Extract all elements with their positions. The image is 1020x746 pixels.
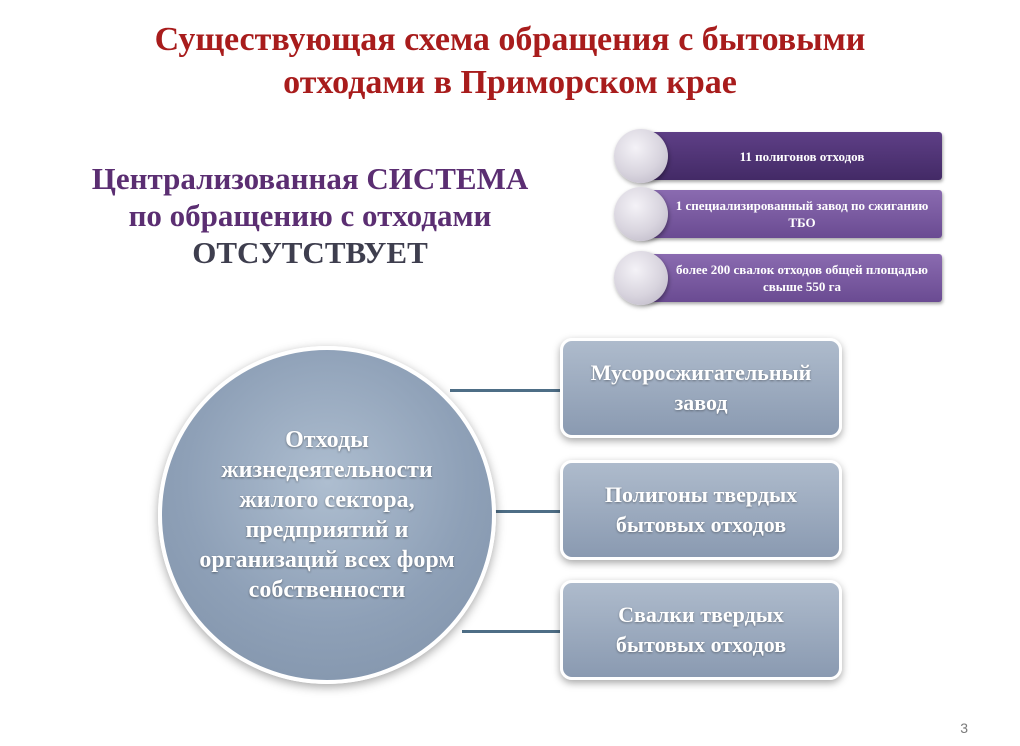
node-incineration-plant: Мусоросжигательный завод — [560, 338, 842, 438]
subtitle-line-1: Централизованная СИСТЕМА — [91, 161, 529, 196]
central-node: Отходы жизнедеятельности жилого сектора,… — [158, 346, 496, 684]
node-text: Свалки твердых бытовых отходов — [615, 602, 787, 657]
connector-line-2 — [494, 510, 562, 513]
subtitle-line-3: ОТСУТСТВУЕТ — [192, 235, 428, 270]
slide-title-line-2: отходами в Приморском крае — [283, 64, 737, 101]
slide-title: Существующая схема обращения с бытовыми … — [40, 18, 980, 104]
fact-text: 1 специализированный завод по сжиганию Т… — [675, 198, 929, 230]
node-landfills: Полигоны твердых бытовых отходов — [560, 460, 842, 560]
fact-text: 11 полигонов отходов — [739, 148, 865, 164]
fact-item-landfills: 11 полигонов отходов — [640, 132, 942, 180]
fact-item-incinerator: 1 специализированный завод по сжиганию Т… — [640, 190, 942, 238]
fact-bullet-circle — [614, 129, 668, 183]
node-text: Полигоны твердых бытовых отходов — [604, 482, 798, 537]
fact-item-dumps: более 200 свалок отходов общей площадью … — [640, 254, 942, 302]
fact-text: более 200 свалок отходов общей площадью … — [676, 262, 928, 294]
connector-line-3 — [462, 630, 562, 633]
slide-title-line-1: Существующая схема обращения с бытовыми — [154, 21, 866, 58]
slide-subtitle: Централизованная СИСТЕМА по обращению с … — [40, 160, 580, 271]
subtitle-line-2: по обращению с отходами — [128, 198, 492, 233]
node-dumps: Свалки твердых бытовых отходов — [560, 580, 842, 680]
fact-bullet-circle — [614, 251, 668, 305]
central-node-text: Отходы жизнедеятельности жилого сектора,… — [199, 427, 455, 603]
fact-bullet-circle — [614, 187, 668, 241]
connector-line-1 — [450, 389, 562, 392]
page-number: 3 — [960, 720, 968, 736]
node-text: Мусоросжигательный завод — [590, 360, 812, 415]
